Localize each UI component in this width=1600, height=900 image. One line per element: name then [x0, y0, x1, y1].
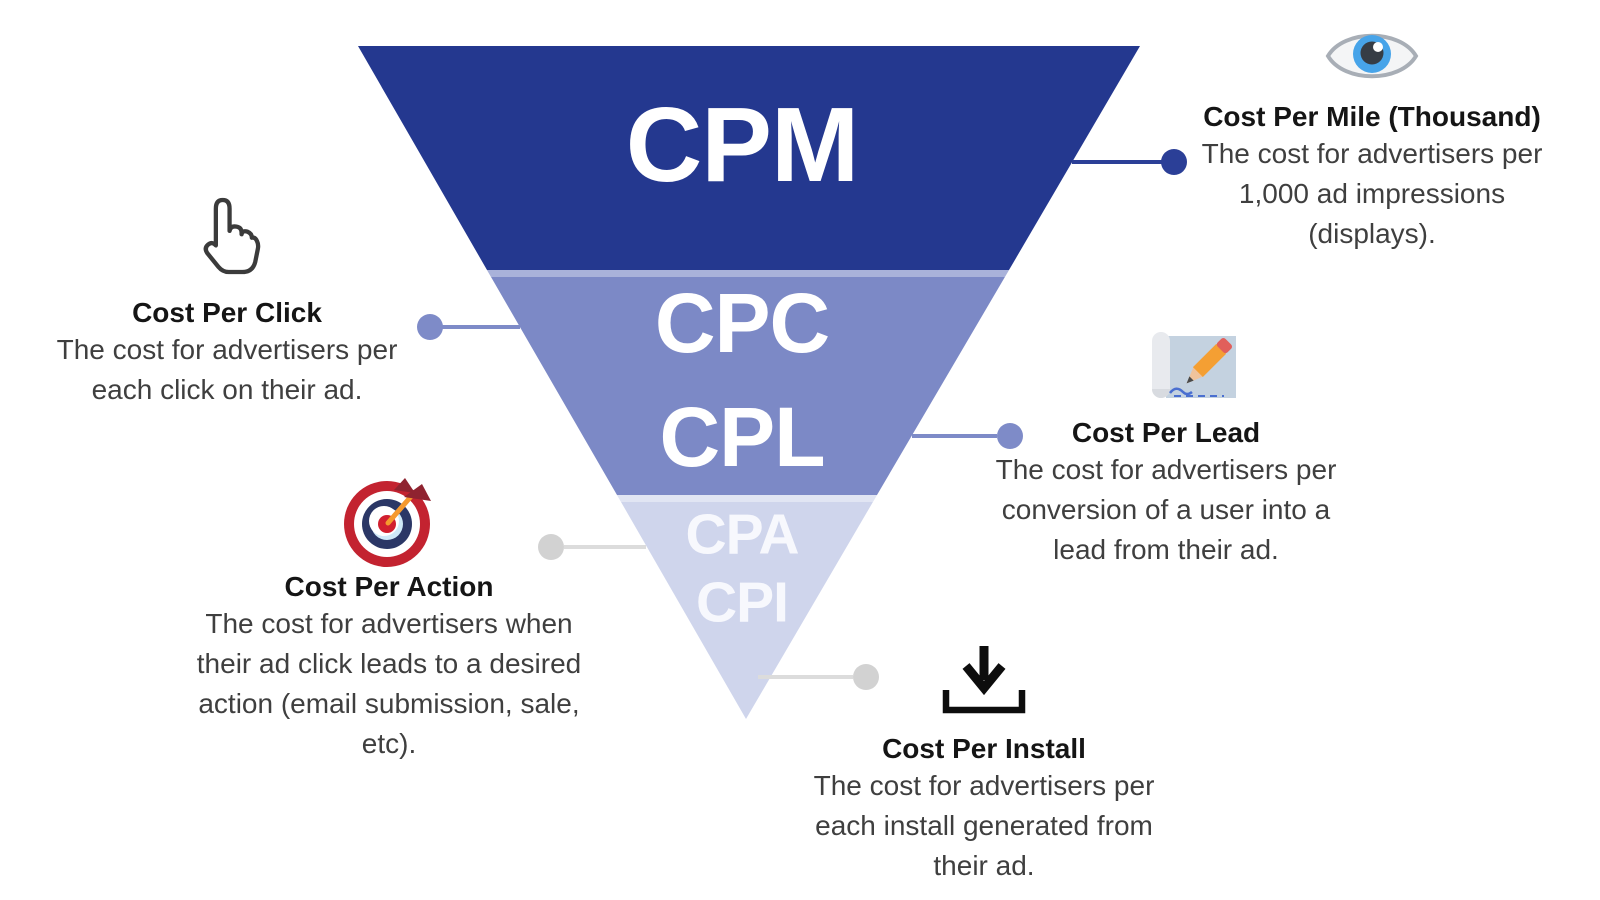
callout-line: each install generated from: [815, 810, 1153, 841]
funnel-band-cpa-cpi: [617, 495, 877, 719]
callout-title: Cost Per Install: [882, 733, 1086, 764]
callout-line: etc).: [361, 728, 417, 759]
cpc-connector-dot: [417, 314, 443, 340]
callout-line: The cost for advertisers per: [56, 334, 398, 365]
callout-title: Cost Per Lead: [1071, 417, 1261, 448]
signature-pencil-icon: [1152, 332, 1236, 398]
callout-cpi: Cost Per Install The cost for advertiser…: [784, 644, 1184, 886]
funnel-label-cpi: CPI: [695, 570, 789, 635]
callout-line: The cost for advertisers per: [1201, 138, 1543, 169]
callout-line: 1,000 ad impressions: [1238, 178, 1506, 209]
funnel-band-cpc-cpl: [487, 270, 1009, 495]
callout-cpc: Cost Per Click The cost for advertisers …: [27, 190, 427, 410]
callout-title: Cost Per Mile (Thousand): [1203, 101, 1541, 132]
funnel-label-cpc: CPC: [654, 276, 830, 370]
callout-line: The cost for advertisers when: [205, 608, 573, 639]
dartboard-target-icon: [344, 478, 431, 567]
callout-cpa: Cost Per Action The cost for advertisers…: [179, 474, 599, 764]
callout-line: their ad.: [933, 850, 1035, 881]
funnel-label-cpm: CPM: [625, 86, 860, 204]
callout-line: (displays).: [1308, 218, 1436, 249]
callout-line: action (email submission, sale,: [198, 688, 580, 719]
funnel-label-cpa: CPA: [685, 502, 799, 567]
callout-line: their ad click leads to a desired: [196, 648, 582, 679]
callout-line: The cost for advertisers per: [813, 770, 1155, 801]
callout-line: conversion of a user into a: [1001, 494, 1331, 525]
callout-line: each click on their ad.: [91, 374, 363, 405]
callout-cpm: Cost Per Mile (Thousand) The cost for ad…: [1180, 24, 1564, 254]
click-cursor-icon: [203, 197, 261, 275]
cpl-connector-dot: [997, 423, 1023, 449]
callout-title: Cost Per Click: [132, 297, 322, 328]
funnel-band-cpm: [358, 46, 1140, 270]
funnel-label-cpl: CPL: [659, 390, 826, 484]
cpa-connector-dot: [538, 534, 564, 560]
cpm-connector-dot: [1161, 149, 1187, 175]
band-divider-highlight: [487, 270, 1009, 277]
callout-line: The cost for advertisers per: [995, 454, 1337, 485]
eye-icon: [1325, 33, 1419, 79]
download-icon: [942, 646, 1026, 714]
callout-title: Cost Per Action: [284, 571, 494, 602]
callout-cpl: Cost Per Lead The cost for advertisers p…: [976, 320, 1356, 570]
cpi-connector-dot: [853, 664, 879, 690]
callout-line: lead from their ad.: [1053, 534, 1279, 565]
band-divider-highlight: [617, 495, 877, 502]
